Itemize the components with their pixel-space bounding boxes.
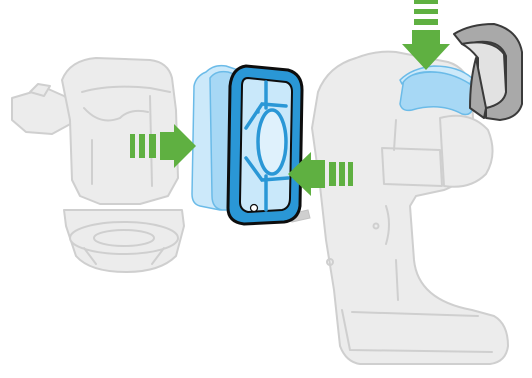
arrow-dash xyxy=(329,162,336,186)
arrow-dash xyxy=(414,0,438,4)
top-filter-pad xyxy=(400,66,474,115)
filter-frame xyxy=(228,66,302,224)
motor-unit-ghost xyxy=(12,58,184,272)
arrow-dash xyxy=(414,9,438,14)
arrow-dash xyxy=(348,162,353,186)
arrow-dash xyxy=(139,134,145,158)
arrow-dash xyxy=(339,162,345,186)
arrow-dash xyxy=(130,134,135,158)
arrow-dash xyxy=(414,19,438,25)
arrow-dash xyxy=(149,134,156,158)
